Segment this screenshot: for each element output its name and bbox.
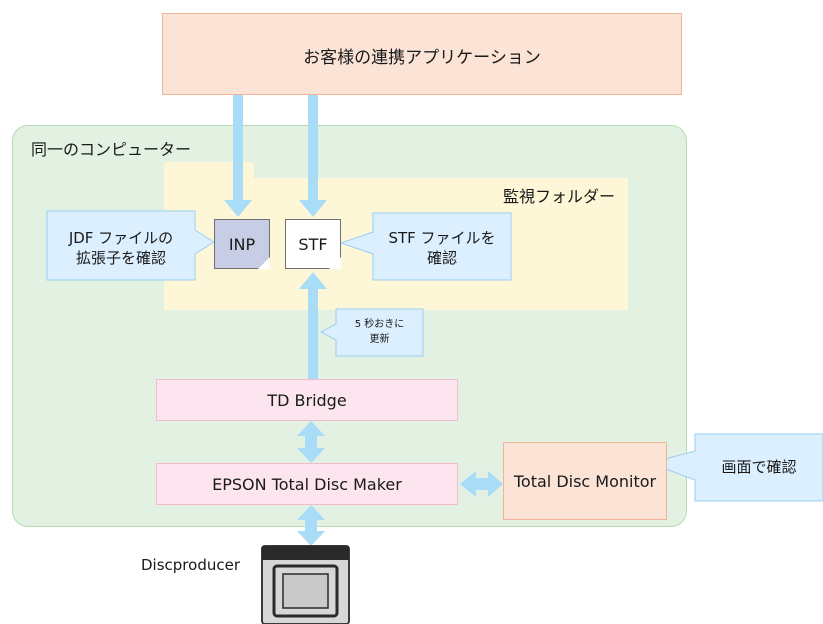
stf-file-icon: STF	[285, 219, 341, 269]
same-computer-label: 同一のコンピューター	[31, 140, 192, 159]
file-corner	[258, 257, 270, 269]
inp-file-icon: INP	[214, 219, 270, 269]
stf-callout-shape	[339, 212, 512, 281]
arrow-app-to-stf	[299, 95, 327, 217]
discproducer-device-icon	[261, 545, 350, 624]
stf-file-label: STF	[298, 235, 328, 254]
watch-folder-label: 監視フォルダー	[502, 187, 615, 206]
arrow-etdm-monitor	[460, 471, 503, 497]
stf-callout-line1: STF ファイルを	[388, 229, 496, 247]
update-callout-line2: 更新	[369, 334, 390, 345]
screen-callout-shape	[648, 433, 823, 502]
td-bridge-label: TD Bridge	[267, 391, 347, 410]
jdf-callout-line2: 拡張子を確認	[75, 249, 166, 267]
td-bridge-box: TD Bridge	[156, 379, 458, 421]
arrow-etdm-discproducer	[297, 505, 325, 546]
update-callout: 5 秒おきに 更新	[336, 317, 423, 347]
stf-callout: STF ファイルを 確認	[373, 228, 511, 268]
watch-folder-tab	[164, 162, 254, 182]
update-callout-shape	[319, 308, 424, 357]
arrow-tdbridge-to-stf	[299, 272, 327, 379]
inp-file-label: INP	[228, 235, 256, 254]
jdf-callout-line1: JDF ファイルの	[68, 229, 174, 247]
arrow-tdbridge-etdm	[297, 421, 325, 463]
discproducer-label: Discproducer	[141, 556, 240, 574]
update-callout-line1: 5 秒おきに	[354, 319, 405, 330]
stf-callout-line2: 確認	[426, 249, 457, 267]
partner-application-label: お客様の連携アプリケーション	[303, 48, 541, 68]
total-disc-monitor-label: Total Disc Monitor	[513, 472, 657, 491]
file-corner	[329, 257, 341, 269]
jdf-callout-shape	[46, 210, 215, 281]
epson-total-disc-maker-box: EPSON Total Disc Maker	[156, 463, 458, 505]
partner-application-box: お客様の連携アプリケーション	[162, 13, 682, 95]
arrow-app-to-inp	[224, 95, 252, 217]
screen-callout: 画面で確認	[721, 458, 797, 476]
total-disc-monitor-box: Total Disc Monitor	[503, 442, 667, 520]
jdf-callout: JDF ファイルの 拡張子を確認	[47, 228, 195, 268]
epson-total-disc-maker-label: EPSON Total Disc Maker	[212, 475, 402, 494]
